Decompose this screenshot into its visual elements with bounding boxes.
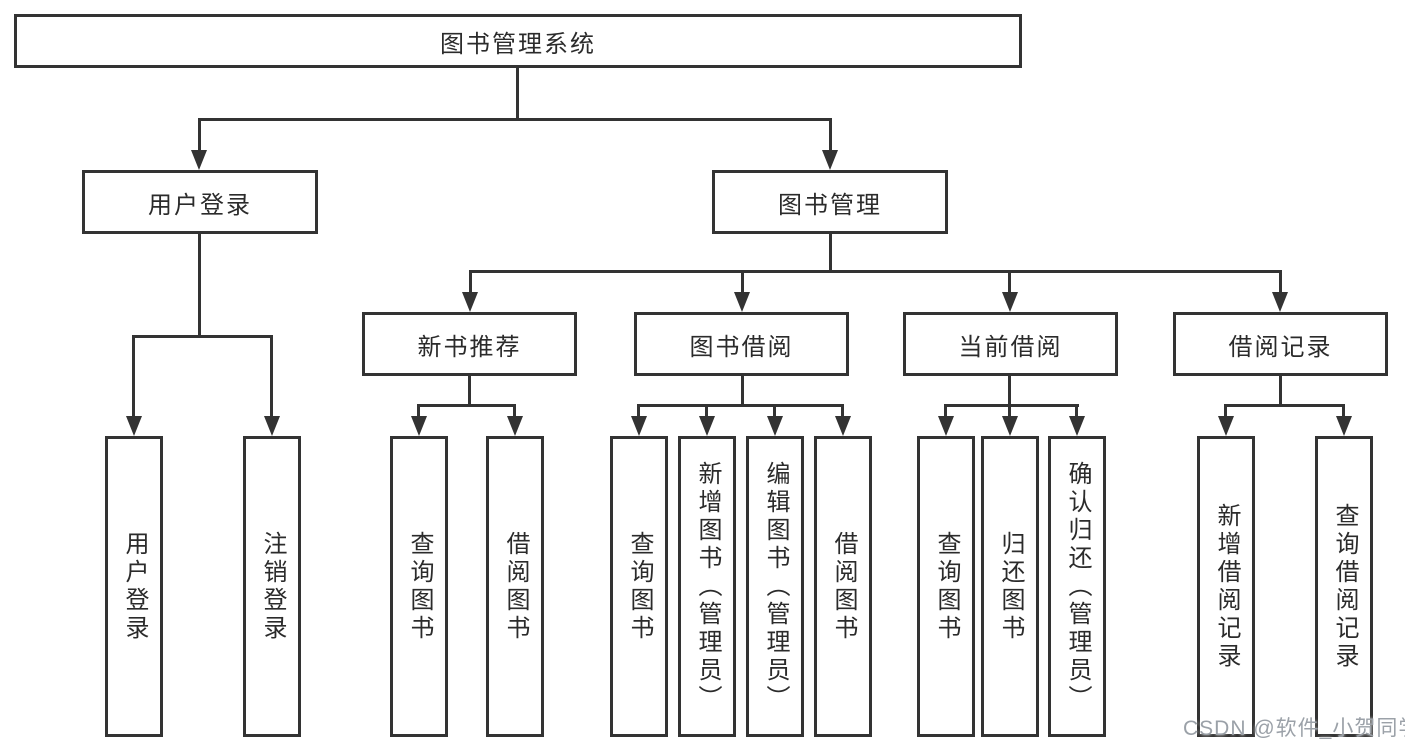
node-new-book-recommend: 新书推荐 bbox=[362, 312, 577, 376]
node-label: 当前借阅 bbox=[958, 333, 1063, 361]
connector-drop-user-login bbox=[198, 118, 201, 152]
connector-rail bbox=[1224, 404, 1345, 407]
connector-arrow bbox=[699, 416, 715, 436]
connector-arrow bbox=[1002, 416, 1018, 436]
connector-drop bbox=[469, 270, 472, 294]
connector-rail bbox=[417, 404, 516, 407]
node-borrow-records: 借阅记录 bbox=[1173, 312, 1388, 376]
node-current-borrow: 当前借阅 bbox=[903, 312, 1118, 376]
connector-stem bbox=[1279, 376, 1282, 407]
node-label: 归还图书 bbox=[997, 530, 1024, 643]
connector-userlogin-stem bbox=[198, 234, 201, 338]
node-label: 查询图书 bbox=[626, 530, 653, 643]
node-label: 新书推荐 bbox=[417, 333, 522, 361]
connector-arrow bbox=[264, 416, 280, 436]
connector-arrow bbox=[822, 150, 838, 170]
node-leaf-query-books-current: 查询图书 bbox=[917, 436, 975, 737]
connector-arrow bbox=[734, 292, 750, 312]
connector-arrow bbox=[191, 150, 207, 170]
connector-drop bbox=[773, 404, 776, 418]
connector-arrow bbox=[1218, 416, 1234, 436]
connector-arrow bbox=[631, 416, 647, 436]
node-leaf-logout: 注销登录 bbox=[243, 436, 301, 737]
node-label: 新增借阅记录 bbox=[1213, 502, 1240, 671]
node-leaf-query-books-recommend: 查询图书 bbox=[390, 436, 448, 737]
connector-arrow bbox=[1069, 416, 1085, 436]
node-label: 借阅图书 bbox=[830, 530, 857, 643]
node-user-login: 用户登录 bbox=[82, 170, 318, 234]
node-leaf-add-borrow-record: 新增借阅记录 bbox=[1197, 436, 1255, 737]
connector-rail bbox=[944, 404, 1079, 407]
node-leaf-borrow-books: 借阅图书 bbox=[814, 436, 872, 737]
connector-drop-book-mgmt bbox=[829, 118, 832, 152]
connector-arrow bbox=[507, 416, 523, 436]
connector-drop bbox=[1008, 404, 1011, 418]
node-label: 编辑图书（管理员） bbox=[762, 460, 789, 713]
connector-stem bbox=[468, 376, 471, 407]
node-label: 用户登录 bbox=[148, 191, 252, 219]
connector-drop bbox=[1342, 404, 1345, 418]
connector-drop bbox=[513, 404, 516, 418]
connector-bookmgmt-stem bbox=[829, 234, 832, 273]
connector-root-rail bbox=[198, 118, 832, 121]
connector-drop bbox=[944, 404, 947, 418]
node-label: 用户登录 bbox=[121, 530, 148, 643]
connector-arrow bbox=[1272, 292, 1288, 312]
node-leaf-add-books-admin: 新增图书（管理员） bbox=[678, 436, 736, 737]
connector-drop bbox=[417, 404, 420, 418]
connector-arrow bbox=[462, 292, 478, 312]
node-library-management-system: 图书管理系统 bbox=[14, 14, 1022, 68]
node-book-management: 图书管理 bbox=[712, 170, 948, 234]
node-label: 借阅记录 bbox=[1228, 333, 1333, 361]
node-label: 借阅图书 bbox=[502, 530, 529, 643]
connector-drop bbox=[1224, 404, 1227, 418]
node-leaf-return-books: 归还图书 bbox=[981, 436, 1039, 737]
connector-arrow bbox=[938, 416, 954, 436]
connector-drop bbox=[270, 335, 273, 418]
connector-arrow bbox=[835, 416, 851, 436]
node-label: 确认归还（管理员） bbox=[1064, 460, 1091, 713]
connector-drop bbox=[705, 404, 708, 418]
node-label: 查询图书 bbox=[406, 530, 433, 643]
connector-drop bbox=[1008, 270, 1011, 294]
connector-arrow bbox=[767, 416, 783, 436]
connector-rail bbox=[637, 404, 844, 407]
connector-root-stem bbox=[516, 68, 519, 118]
node-leaf-user-login: 用户登录 bbox=[105, 436, 163, 737]
node-label: 查询借阅记录 bbox=[1331, 502, 1358, 671]
node-label: 查询图书 bbox=[933, 530, 960, 643]
node-label: 注销登录 bbox=[259, 530, 286, 643]
connector-stem bbox=[1008, 376, 1011, 407]
node-leaf-query-borrow-record: 查询借阅记录 bbox=[1315, 436, 1373, 737]
connector-arrow bbox=[126, 416, 142, 436]
connector-drop bbox=[741, 270, 744, 294]
node-leaf-query-books-borrow: 查询图书 bbox=[610, 436, 668, 737]
connector-drop bbox=[1279, 270, 1282, 294]
csdn-watermark: CSDN @软件_小贺同学 bbox=[1183, 717, 1405, 740]
node-book-borrow: 图书借阅 bbox=[634, 312, 849, 376]
connector-drop bbox=[841, 404, 844, 418]
node-leaf-confirm-return-admin: 确认归还（管理员） bbox=[1048, 436, 1106, 737]
node-label: 图书借阅 bbox=[689, 333, 794, 361]
node-label: 图书管理系统 bbox=[440, 30, 596, 58]
node-label: 新增图书（管理员） bbox=[694, 460, 721, 713]
connector-drop bbox=[132, 335, 135, 418]
connector-arrow bbox=[411, 416, 427, 436]
connector-stem bbox=[741, 376, 744, 407]
connector-drop bbox=[1075, 404, 1078, 418]
connector-arrow bbox=[1336, 416, 1352, 436]
connector-arrow bbox=[1002, 292, 1018, 312]
node-label: 图书管理 bbox=[778, 191, 882, 219]
node-leaf-edit-books-admin: 编辑图书（管理员） bbox=[746, 436, 804, 737]
node-leaf-borrow-books-recommend: 借阅图书 bbox=[486, 436, 544, 737]
connector-drop bbox=[637, 404, 640, 418]
connector-userlogin-rail bbox=[132, 335, 273, 338]
connector-bookmgmt-rail bbox=[469, 270, 1282, 273]
